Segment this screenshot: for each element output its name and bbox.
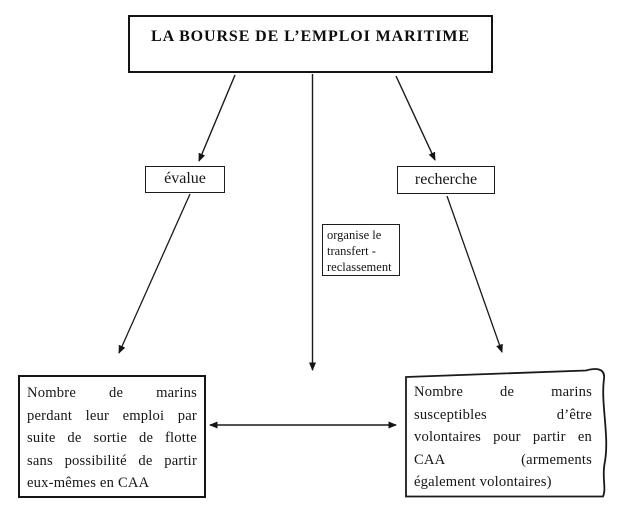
arrow-evalue-to-bottom-left: [118, 193, 191, 354]
node-marins-volontaires: Nombre de marins susceptibles d’être vol…: [414, 381, 592, 497]
node-bottom-left-line: perdant leur emploi par: [27, 407, 197, 424]
arrow-top-to-evalue: [198, 74, 236, 162]
node-evalue-label: évalue: [164, 170, 206, 187]
node-organise-line: transfert -: [327, 244, 376, 258]
node-recherche: recherche: [397, 166, 495, 194]
node-bottom-right-line: CAA (armements: [414, 451, 592, 468]
node-bottom-left-line: suite de sortie de flotte: [27, 430, 197, 447]
node-bottom-left-line: eux-mêmes en CAA: [27, 475, 150, 492]
node-marins-perdant-emploi: Nombre de marins perdant leur emploi par…: [18, 375, 206, 498]
node-bottom-left-line: Nombre de marins: [27, 385, 197, 401]
arrow-recherche-to-bottom-right: [446, 195, 503, 353]
diagram-title: LA BOURSE DE L’EMPLOI MARITIME: [151, 28, 470, 45]
node-bottom-right-line: susceptibles d’être: [414, 406, 592, 423]
node-organise-line: reclassement: [327, 260, 392, 274]
node-organise-transfert: organise le transfert - reclassement: [322, 224, 400, 276]
node-organise-line: organise le: [327, 228, 382, 242]
node-bottom-right-line: volontaires pour partir en: [414, 429, 592, 446]
arrow-top-to-recherche: [395, 75, 436, 161]
node-evalue: évalue: [145, 166, 225, 193]
node-bottom-right-line: Nombre de marins: [414, 384, 592, 400]
node-bottom-right-line: également volontaires): [414, 474, 552, 491]
bottom-right-box-border: [405, 368, 608, 498]
title-box: LA BOURSE DE L’EMPLOI MARITIME: [128, 15, 493, 73]
node-bottom-left-line: sans possibilité de partir: [27, 452, 197, 469]
node-recherche-label: recherche: [414, 171, 478, 188]
